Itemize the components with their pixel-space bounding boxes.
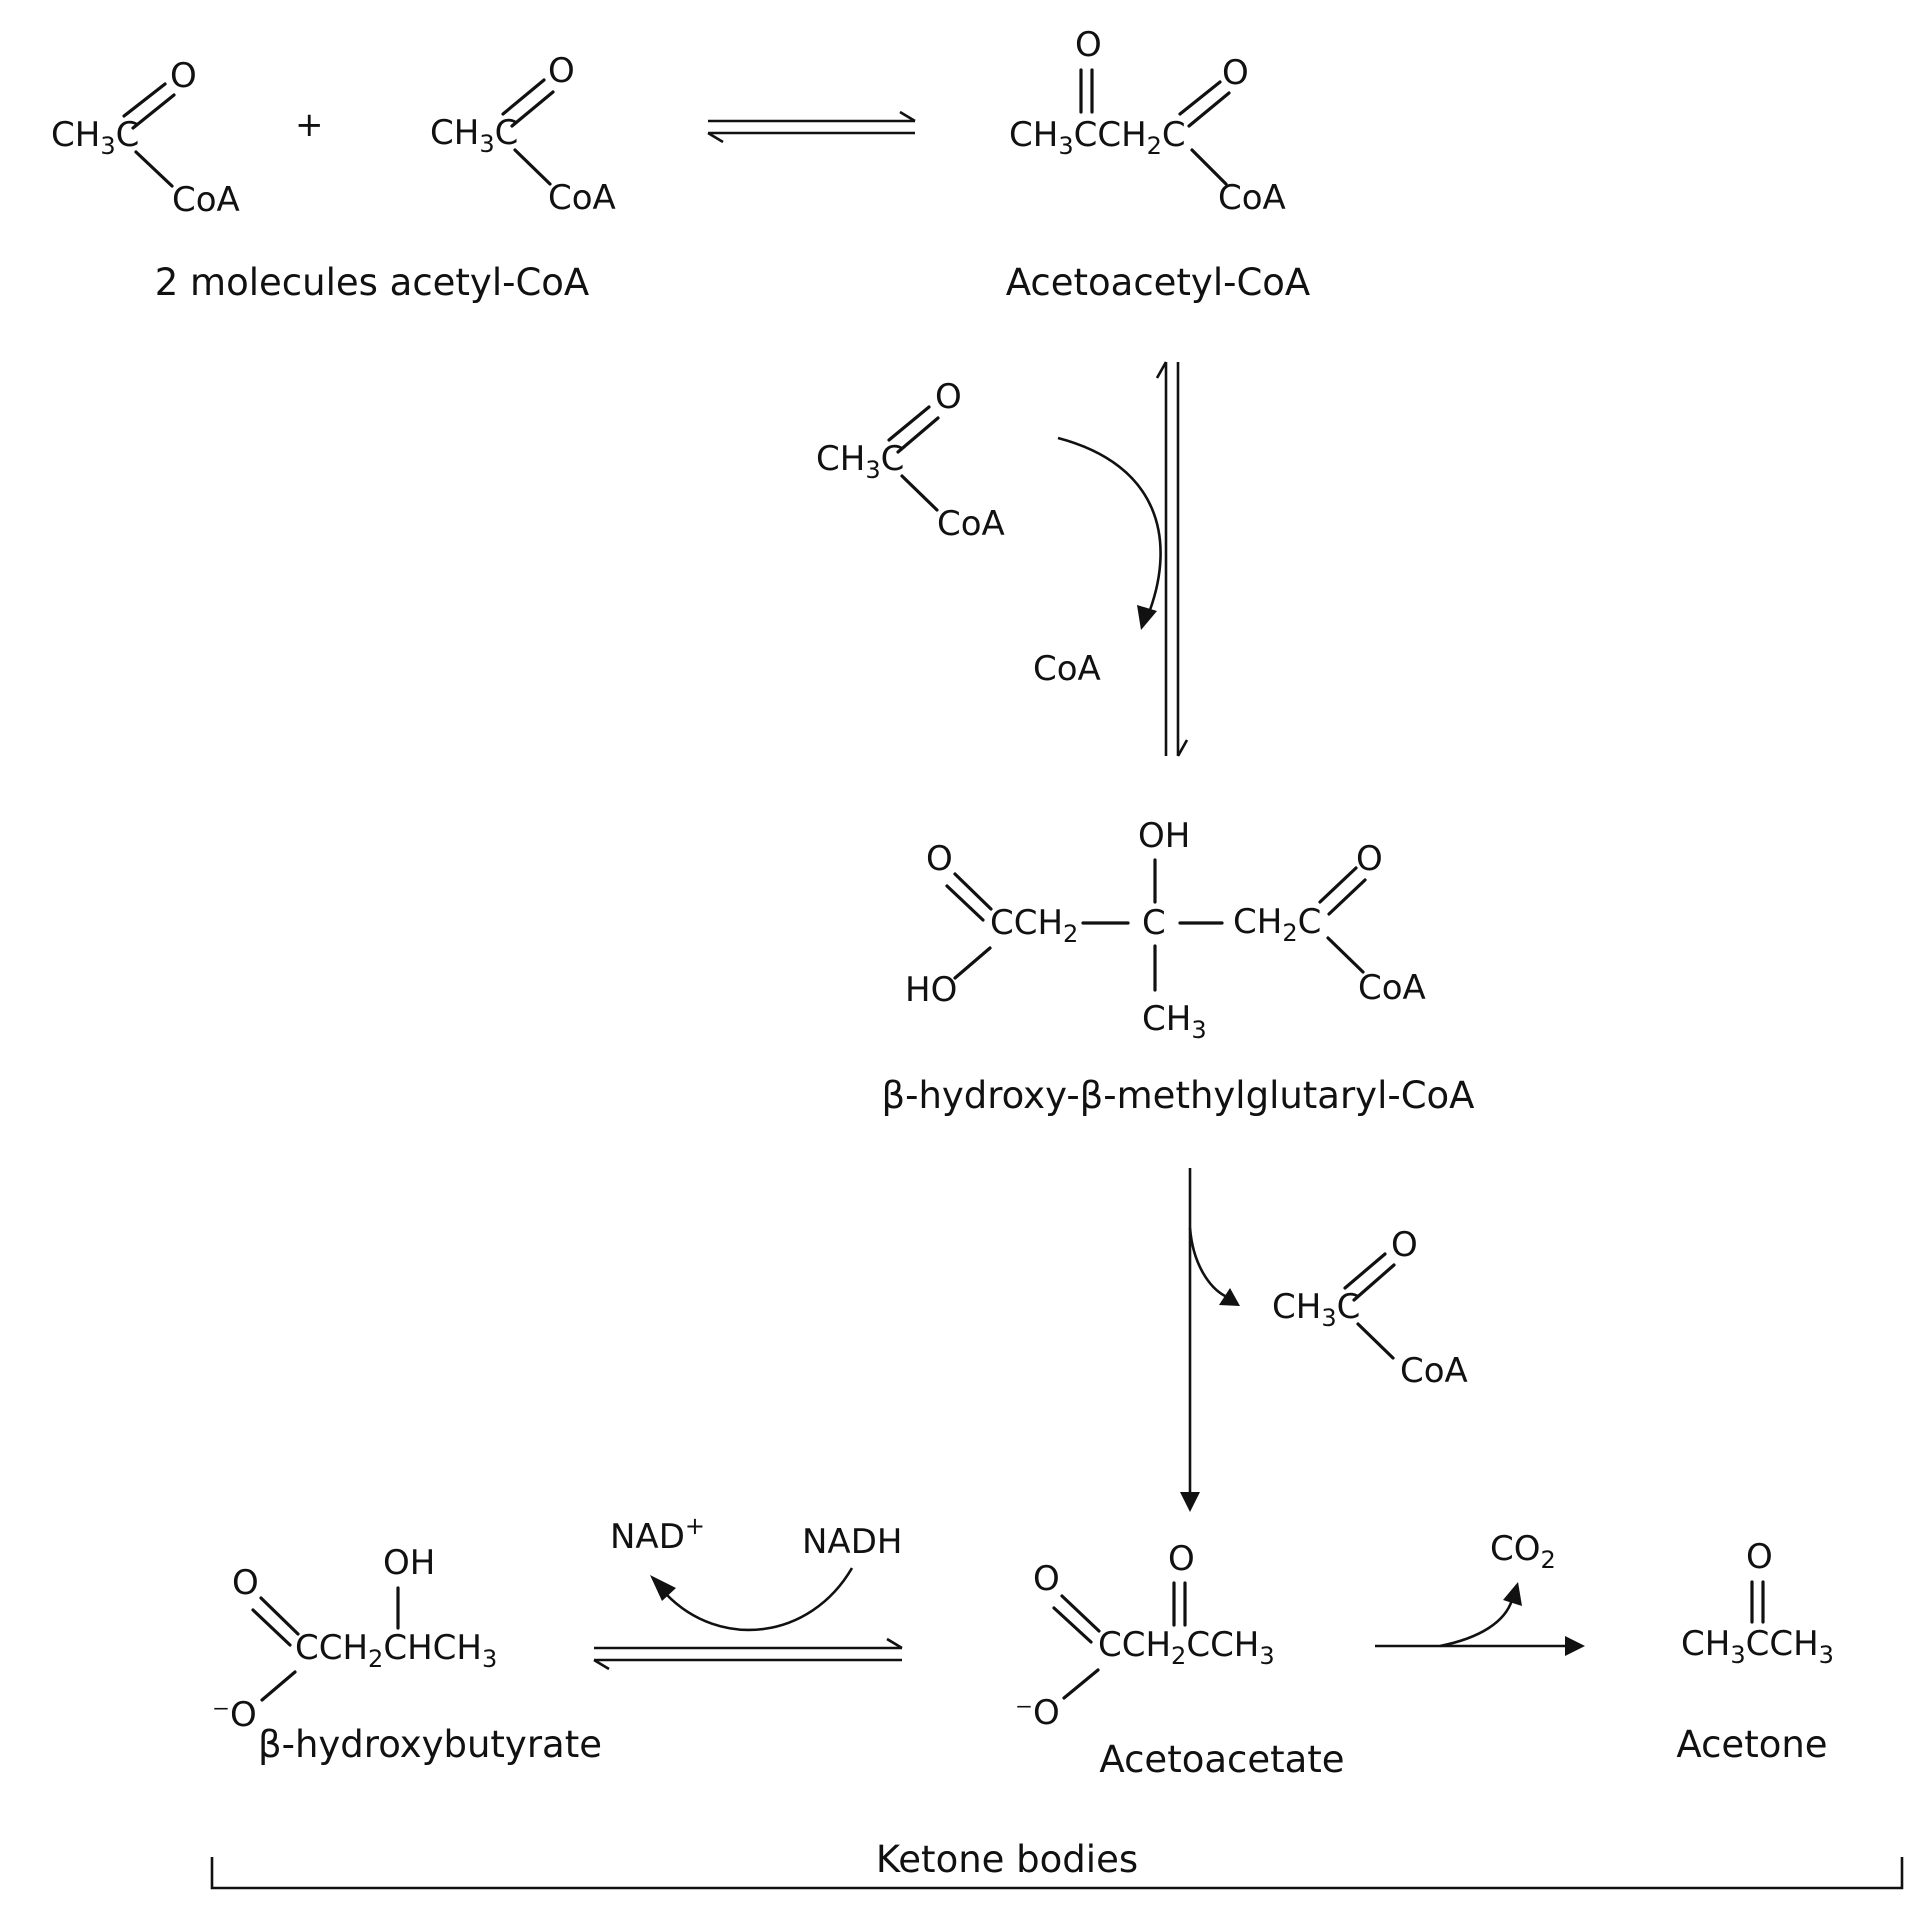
label-beta-hydroxybutyrate: β-hydroxybutyrate: [258, 1723, 602, 1766]
nad-plus: NAD+: [610, 1512, 705, 1557]
cch2-group: CCH2: [990, 903, 1078, 948]
equilibrium-arrow-1: [707, 110, 916, 144]
ch3c-group: CH3C: [1272, 1287, 1360, 1332]
acetyl-coa-molecule-1: CH3C O CoA: [51, 56, 240, 220]
curved-arrow-acetyl-coa-in: [1057, 436, 1162, 630]
ch3c-group: CH3C: [51, 115, 139, 160]
ketone-bodies-bracket: [210, 1857, 1904, 1890]
hydroxyl-ho: HO: [905, 970, 957, 1010]
coa-group: CoA: [937, 504, 1005, 544]
ketone-oxygen: O: [1168, 1539, 1195, 1579]
hmg-coa-molecule: O CCH2 HO C OH CH3 CH2C O CoA: [905, 816, 1426, 1044]
label-2-molecules-acetyl-coa: 2 molecules acetyl-CoA: [155, 261, 590, 304]
equilibrium-arrow-2: [1155, 361, 1189, 757]
nadh: NADH: [802, 1522, 902, 1562]
methyl-ch3: CH3: [1142, 999, 1207, 1044]
thioester-oxygen: O: [1222, 53, 1249, 93]
coa-group: CoA: [1358, 968, 1426, 1008]
carboxylate-oxygen: O: [232, 1563, 259, 1603]
plus-sign: +: [295, 105, 324, 145]
coa-group: CoA: [1400, 1351, 1468, 1391]
carbonyl-oxygen: O: [935, 377, 962, 417]
carbonyl-oxygen: O: [548, 51, 575, 91]
label-acetone: Acetone: [1676, 1723, 1827, 1766]
arrow-acetoacetate-to-acetone: [1375, 1582, 1585, 1656]
cch2chch3-chain: CCH2CHCH3: [295, 1628, 497, 1673]
coa-group: CoA: [1218, 178, 1286, 218]
ketone-oxygen: O: [1746, 1537, 1773, 1577]
label-ketone-bodies: Ketone bodies: [876, 1838, 1138, 1881]
ch3cch2c-chain: CH3CCH2C: [1009, 115, 1186, 160]
hydroxyl-oh: OH: [1138, 816, 1190, 856]
central-carbon: C: [1142, 903, 1166, 943]
carboxylate-o-minus: ⁻O: [212, 1695, 257, 1735]
equilibrium-arrow-3: [593, 1637, 903, 1671]
acetoacetate-molecule: O CCH2CCH3 O ⁻O: [1015, 1539, 1275, 1733]
coa-group: CoA: [172, 180, 240, 220]
ch3c-group: CH3C: [430, 113, 518, 158]
label-hmg-coa: β-hydroxy-β-methylglutaryl-CoA: [881, 1074, 1474, 1117]
ch3c-group: CH3C: [816, 439, 904, 484]
acetyl-coa-molecule-2: CH3C O CoA: [430, 51, 616, 218]
carboxyl-oxygen: O: [926, 839, 953, 879]
coa-group: CoA: [548, 178, 616, 218]
thioester-oxygen: O: [1356, 839, 1383, 879]
coa-released: CoA: [1033, 649, 1101, 689]
acetyl-coa-molecule-4: CH3C O CoA: [1272, 1225, 1468, 1391]
arrow-hmg-to-acetoacetate: [1180, 1168, 1240, 1512]
label-acetoacetyl-coa: Acetoacetyl-CoA: [1006, 261, 1311, 304]
carbonyl-oxygen: O: [170, 56, 197, 96]
curved-arrow-nadh-to-nad: [650, 1567, 854, 1632]
carboxylate-oxygen: O: [1033, 1559, 1060, 1599]
label-acetoacetate: Acetoacetate: [1099, 1738, 1344, 1781]
hydroxyl-oh: OH: [383, 1543, 435, 1583]
beta-hydroxybutyrate-molecule: O CCH2CHCH3 OH ⁻O: [212, 1543, 497, 1735]
carbonyl-oxygen: O: [1391, 1225, 1418, 1265]
ch2c-group: CH2C: [1233, 902, 1321, 947]
acetyl-coa-molecule-3: CH3C O CoA: [816, 377, 1005, 544]
cch2cch3-chain: CCH2CCH3: [1098, 1625, 1275, 1670]
acetone-molecule: CH3CCH3 O: [1681, 1537, 1834, 1669]
co2: CO2: [1490, 1529, 1556, 1574]
ch3cch3-chain: CH3CCH3: [1681, 1624, 1834, 1669]
acetoacetyl-coa-molecule: CH3CCH2C O O CoA: [1009, 25, 1286, 218]
carboxylate-o-minus: ⁻O: [1015, 1693, 1060, 1733]
ketone-oxygen: O: [1075, 25, 1102, 65]
